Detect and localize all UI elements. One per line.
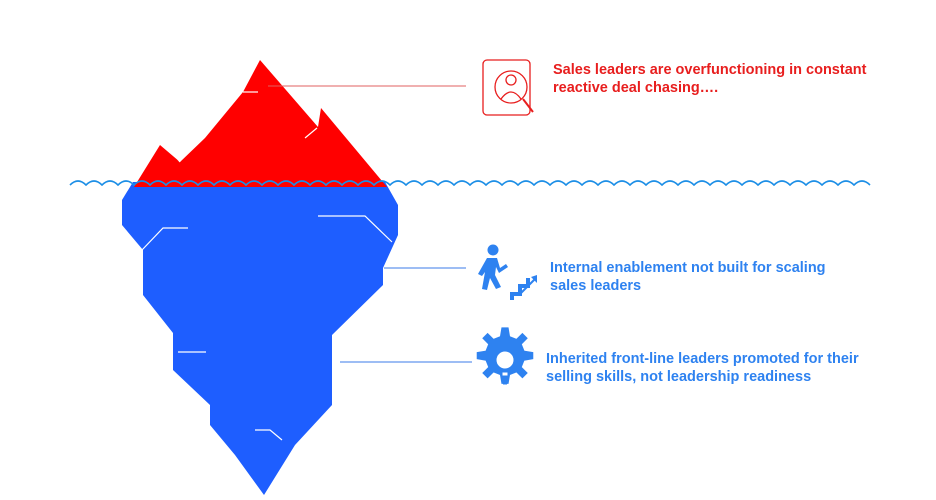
person-climbing-stairs-icon bbox=[478, 244, 537, 300]
iceberg-tip bbox=[134, 60, 387, 187]
base-crack-5 bbox=[255, 429, 283, 441]
callout-tip-text: Sales leaders are overfunctioning in con… bbox=[553, 62, 867, 96]
iceberg-crack-lines bbox=[141, 91, 393, 441]
base-crack-2 bbox=[318, 215, 393, 243]
water-line bbox=[69, 180, 871, 187]
search-person-icon bbox=[482, 59, 534, 116]
base-crack-1 bbox=[141, 227, 188, 251]
tip-crack-3 bbox=[171, 151, 181, 163]
gear-lightbulb-icon bbox=[476, 327, 534, 385]
tip-crack-2 bbox=[304, 127, 318, 139]
callout-inherited-leaders-text: Inherited front-line leaders promoted fo… bbox=[546, 351, 859, 385]
iceberg-base bbox=[122, 182, 398, 495]
callout-enablement-text: Internal enablement not built for scalin… bbox=[550, 260, 826, 294]
